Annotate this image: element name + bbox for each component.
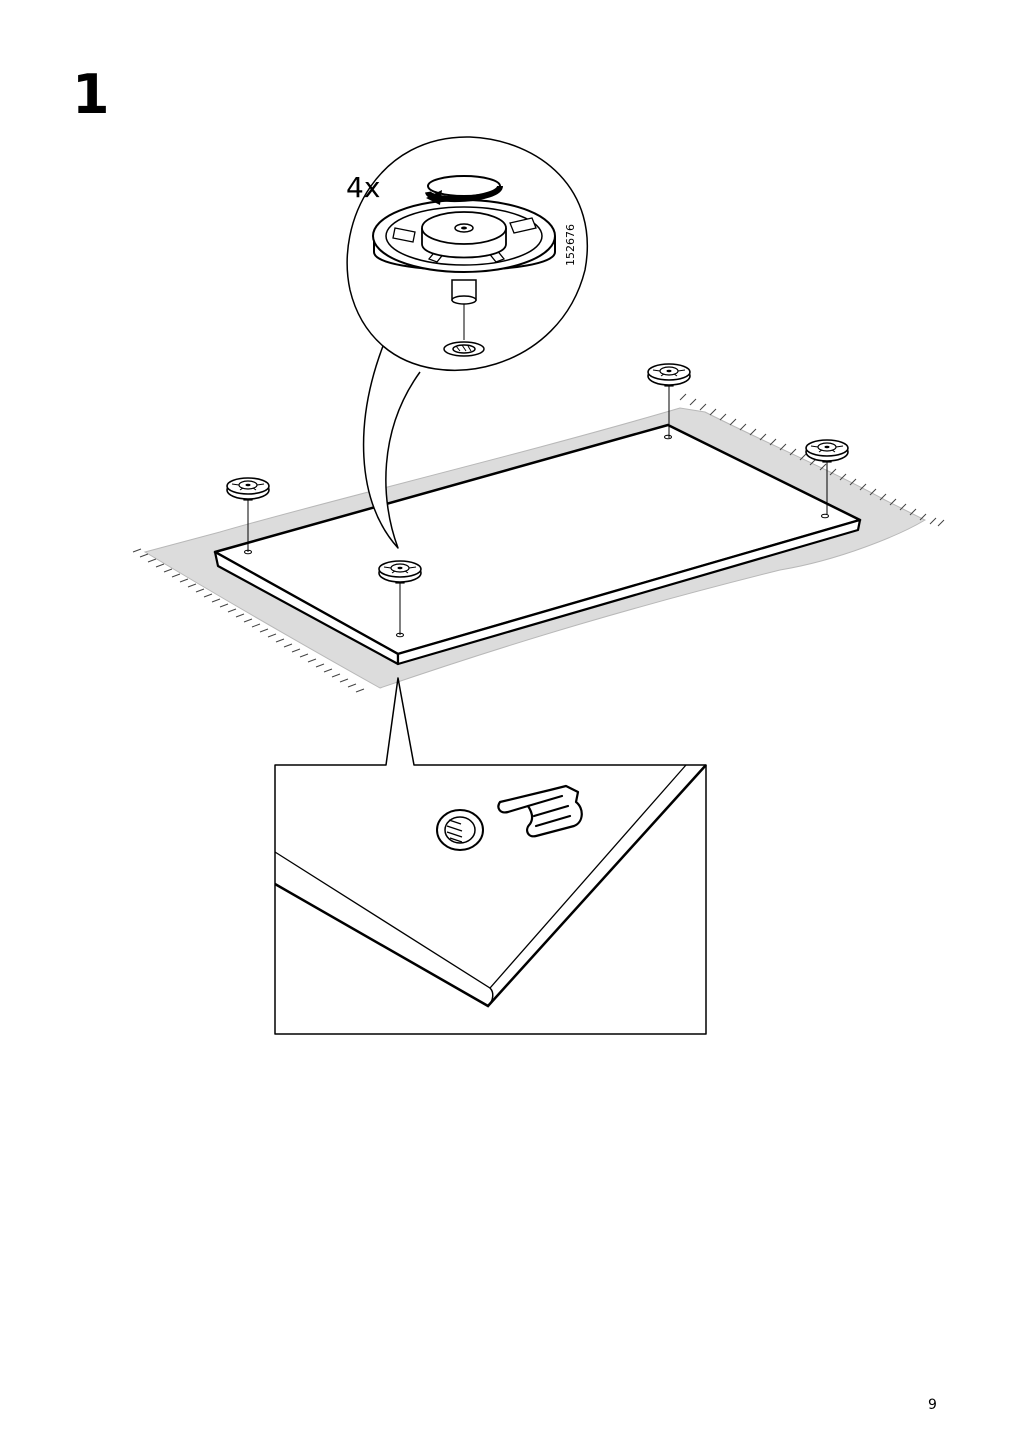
table-top (213, 423, 862, 666)
detail-inset (274, 677, 707, 1035)
callout-bubble: 4x 152676 (346, 136, 588, 549)
rotate-arrow-icon (425, 175, 503, 205)
part-number: 152676 (564, 224, 577, 266)
threaded-insert-icon (443, 341, 485, 357)
threaded-insert-icon (436, 809, 484, 851)
page-number: 9 (928, 1397, 937, 1413)
pointing-hand-icon (497, 784, 583, 838)
quantity-label: 4x (346, 171, 380, 204)
step-number: 1 (72, 63, 110, 126)
glide-foot-icon (372, 199, 556, 340)
